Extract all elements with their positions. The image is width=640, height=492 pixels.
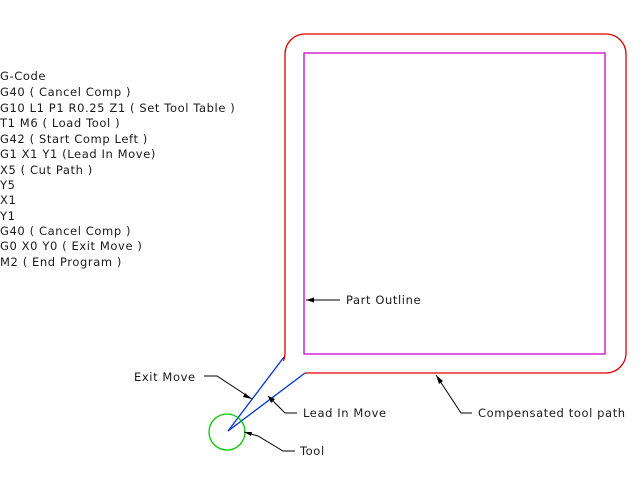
gcode-line: G10 L1 P1 R0.25 Z1 ( Set Tool Table ) [0,101,236,115]
gcode-line: G0 X0 Y0 ( Exit Move ) [0,239,143,253]
tool-label: Tool [299,444,325,458]
gcode-line: M2 ( End Program ) [0,255,123,269]
gcode-line: Y5 [0,178,16,192]
lead-in-move-line [227,372,306,432]
gcode-line: Y1 [0,209,16,223]
exit-move-leader [204,375,253,400]
tool-circle [208,413,246,451]
gcode-line: X5 ( Cut Path ) [0,163,93,177]
compensated-tool-path-label: Compensated tool path [478,406,626,420]
lead-in-move-label: Lead In Move [303,406,387,420]
gcode-line: X1 [0,193,17,207]
exit-move-line [227,356,285,432]
gcode-heading: G-Code [0,69,47,83]
gcode-line: T1 M6 ( Load Tool ) [0,116,121,130]
exit-move-label: Exit Move [134,370,196,384]
lead-in-move-leader [267,395,297,414]
compensated-path-leader [435,374,472,414]
gcode-line: G42 ( Start Comp Left ) [0,132,148,146]
gcode-line: G40 ( Cancel Comp ) [0,85,132,99]
tool-leader [243,431,295,452]
gcode-line: G1 X1 Y1 (Lead In Move) [0,147,156,161]
part-outline-label: Part Outline [346,293,421,307]
part-outline-leader [306,297,340,303]
part-outline [303,52,606,355]
compensated-tool-path [282,33,627,374]
gcode-line: G40 ( Cancel Comp ) [0,224,132,238]
